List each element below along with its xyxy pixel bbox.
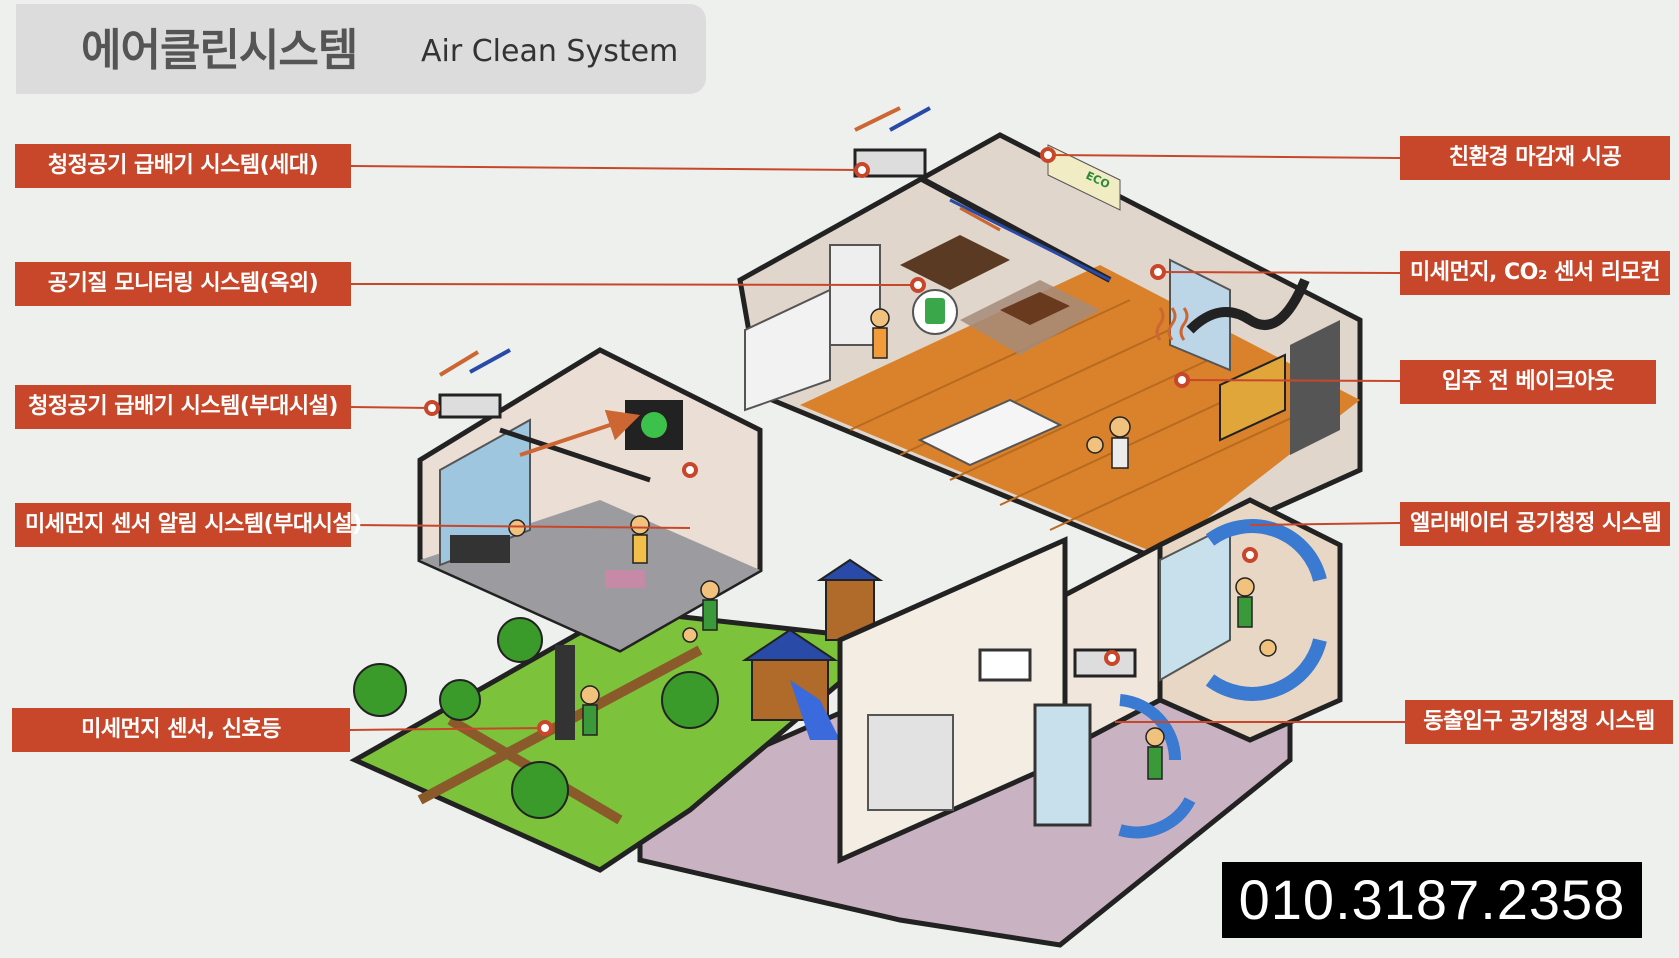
- treadmill: [450, 535, 510, 563]
- elevator-mirror: [1159, 523, 1231, 682]
- home-intake-arrow-blue: [889, 106, 931, 132]
- label-eco-finish: 친환경 마감재 시공: [1400, 136, 1670, 180]
- label-dust-co2-remote: 미세먼지, CO₂ 센서 리모컨: [1400, 251, 1670, 295]
- living-window: [1169, 258, 1231, 372]
- coffee-table: [1000, 292, 1070, 325]
- label-dust-sensor-signal: 미세먼지 센서, 신호등: [12, 708, 350, 752]
- elevator-airflow-arrow: [1205, 519, 1327, 582]
- refrigerator: [829, 244, 881, 346]
- elevator-airflow-arrow-2: [1205, 638, 1327, 701]
- home-supply-arrow: [949, 198, 1111, 282]
- yoga-mat: [605, 570, 645, 588]
- label-entrance-air-purifier: 동출입구 공기청정 시스템: [1405, 700, 1673, 744]
- label-clean-air-ventilation-unit: 청정공기 급배기 시스템(세대): [15, 144, 351, 188]
- lobby-airflow-arrow-2: [1118, 797, 1196, 839]
- gym-window: [439, 418, 531, 567]
- sofa: [900, 235, 1010, 290]
- kitchen-counter: [744, 288, 831, 412]
- front-door: [1290, 320, 1340, 455]
- home-air-unit: [853, 148, 927, 178]
- callout-markers: [424, 147, 1258, 736]
- phone-number: 010.3187.2358: [1222, 862, 1642, 938]
- label-dust-sensor-alert: 미세먼지 센서 알림 시스템(부대시설): [15, 503, 362, 547]
- title-english: Air Clean System: [421, 34, 679, 69]
- label-clean-air-ventilation-facility: 청정공기 급배기 시스템(부대시설): [15, 385, 351, 429]
- tree-icon: [353, 617, 719, 819]
- mailboxes: [867, 714, 954, 811]
- playground-icon: [741, 558, 884, 740]
- title-korean: 에어클린시스템: [81, 25, 358, 76]
- home-exhaust-arrow-red: [854, 106, 901, 132]
- leader-lines: [349, 154, 1405, 731]
- home-exhaust-arrow: [959, 206, 1001, 232]
- gym-exhaust-arrow-red: [438, 350, 480, 377]
- lobby-elevator-door: [1033, 703, 1092, 827]
- smiley-face-icon: [641, 412, 667, 438]
- label-air-quality-monitoring: 공기질 모니터링 시스템(옥외): [15, 262, 351, 306]
- lobby-air-purifier: [1073, 648, 1137, 678]
- bakeout-heat-icon: [1155, 307, 1189, 341]
- label-elevator-air-purifier: 엘리베이터 공기청정 시스템: [1400, 502, 1670, 546]
- gym-supply-arrow: [519, 409, 641, 457]
- phone-app-icon: [925, 298, 945, 324]
- cabinet: [1219, 353, 1286, 442]
- gym-intake-arrow-blue: [469, 348, 511, 374]
- lobby-notice-board: [978, 648, 1032, 682]
- people-icons: [508, 308, 1277, 780]
- gym-air-unit: [438, 393, 502, 419]
- gym-duct: [499, 427, 651, 483]
- label-bakeout: 입주 전 베이크아웃: [1400, 360, 1656, 404]
- eco-panel: [1047, 144, 1121, 211]
- lobby-airflow-arrow: [1119, 694, 1182, 761]
- fine-dust-smoke: [1186, 278, 1310, 334]
- dining-table: [917, 398, 1063, 467]
- title-banner: 에어클린시스템 Air Clean System: [16, 4, 706, 94]
- sensor-signal-post: [555, 645, 575, 740]
